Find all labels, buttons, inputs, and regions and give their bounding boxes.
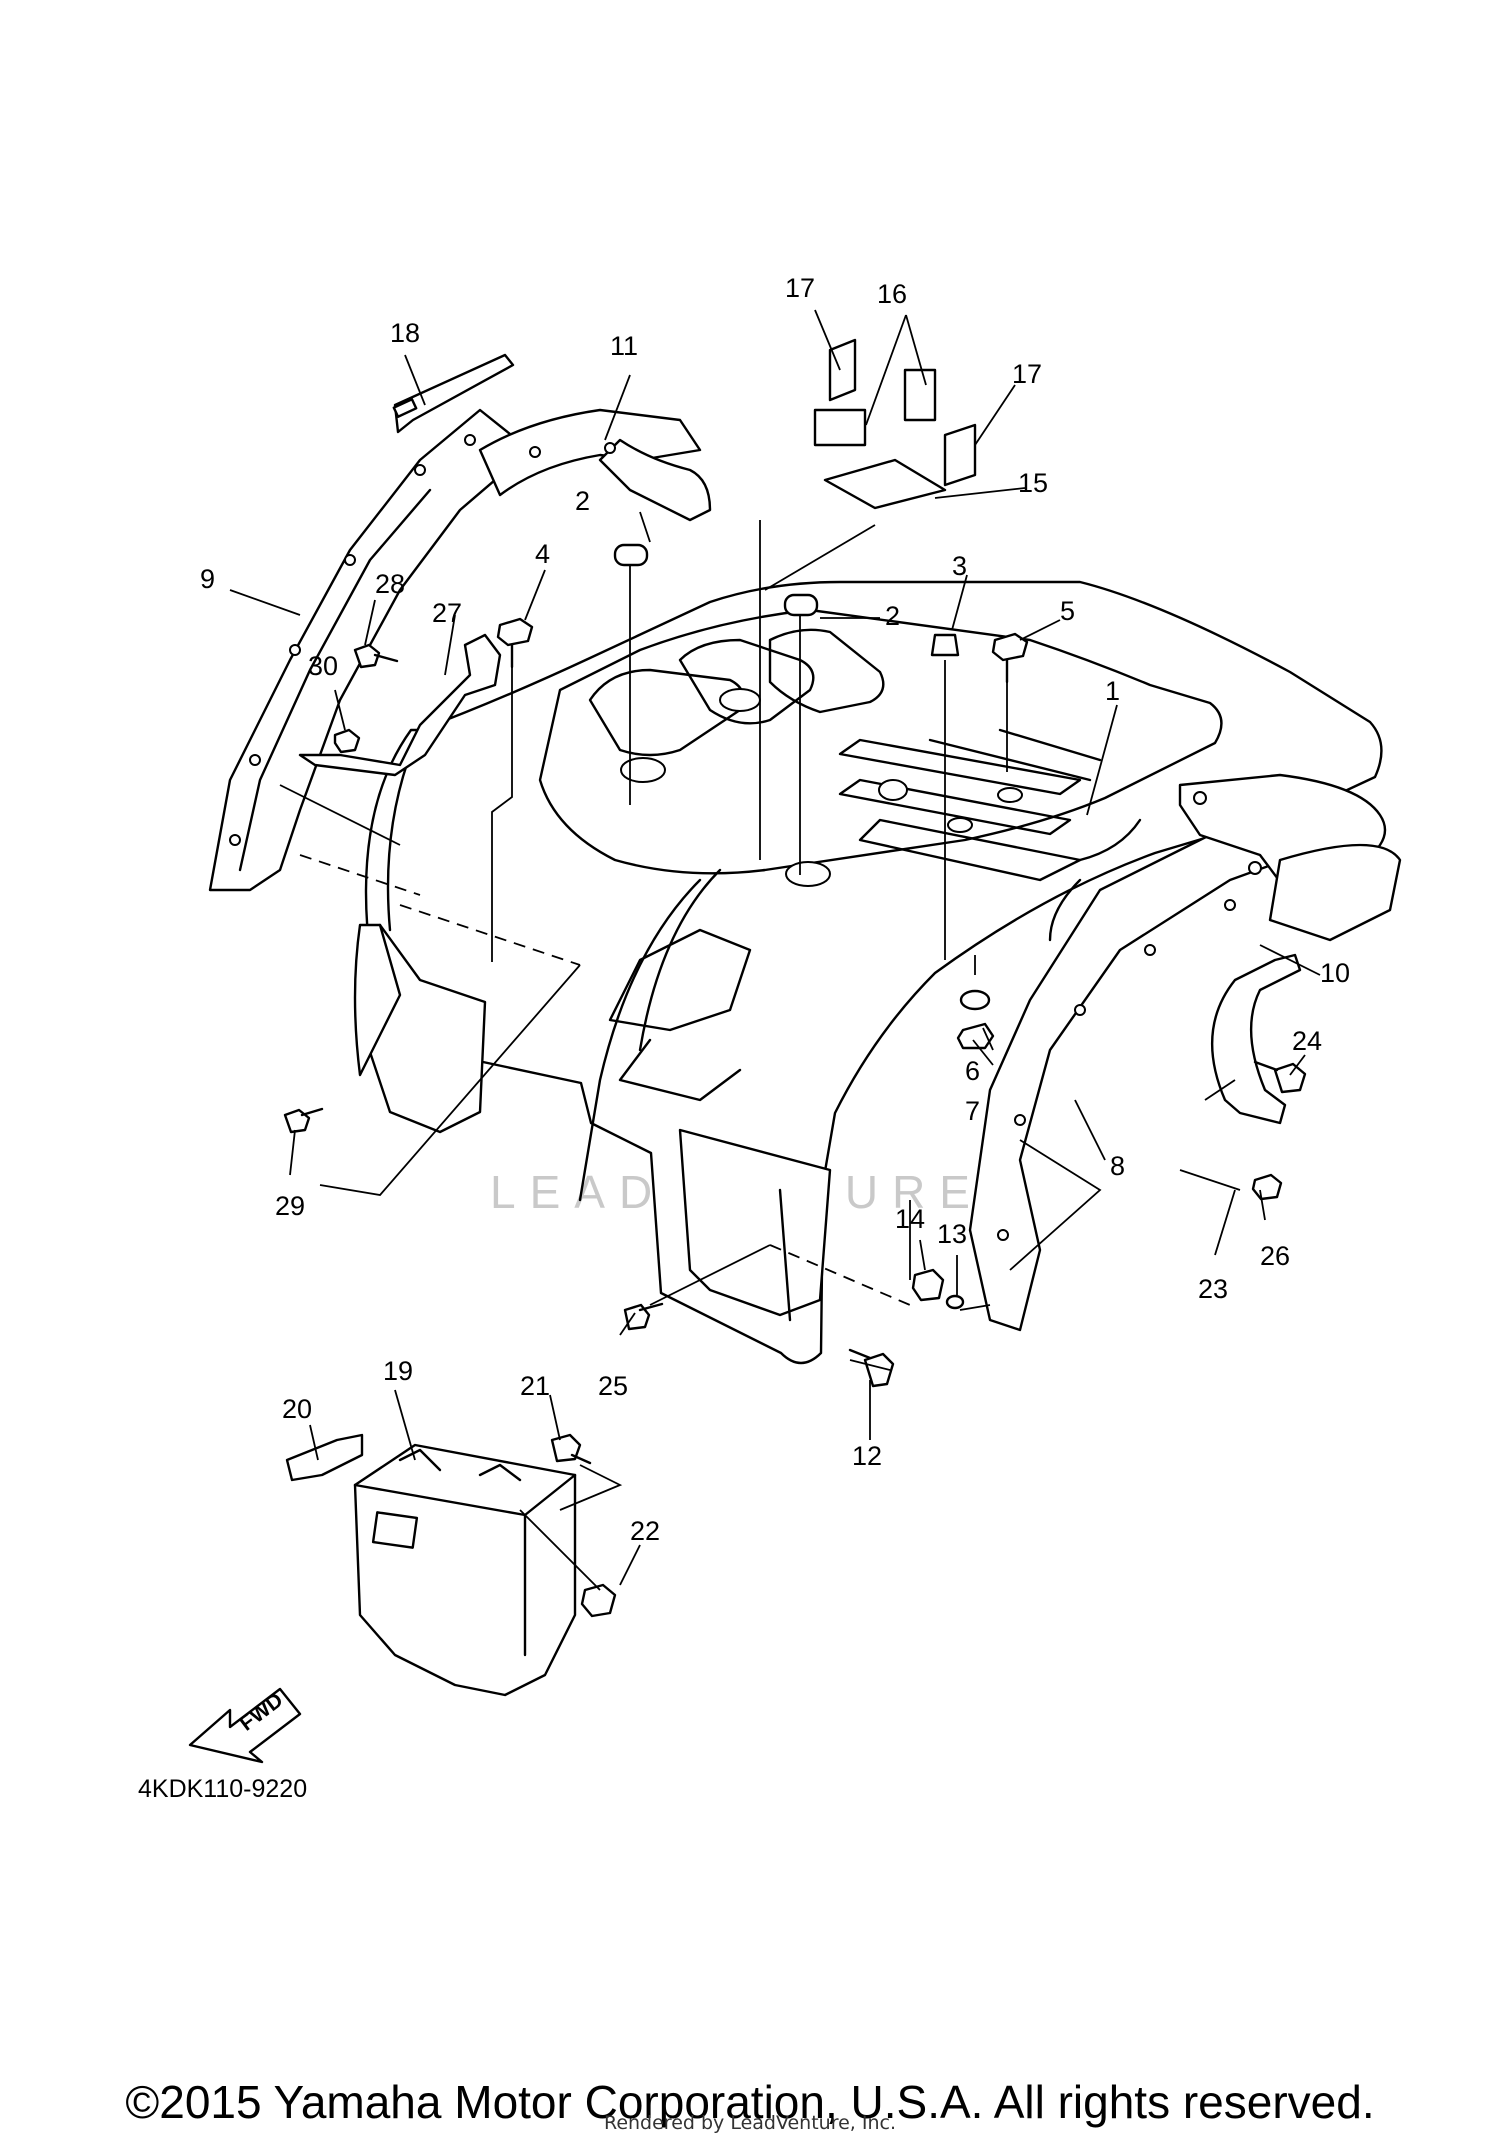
callout-26: 26 <box>1260 1241 1290 1271</box>
callout-5: 5 <box>1060 596 1075 626</box>
callout-3: 3 <box>952 551 967 581</box>
fwd-arrow-icon: FWD <box>188 1687 302 1764</box>
callout-7: 7 <box>965 1096 980 1126</box>
callout-18: 18 <box>390 318 420 348</box>
callout-27: 27 <box>432 598 462 628</box>
callout-1: 1 <box>1105 676 1120 706</box>
callout-23: 23 <box>1198 1274 1228 1304</box>
callouts: 1 2 2 3 4 5 6 7 8 9 10 11 12 13 14 15 16… <box>200 273 1350 1546</box>
callout-30: 30 <box>308 651 338 681</box>
callout-28: 28 <box>375 569 405 599</box>
callout-17b: 17 <box>1012 359 1042 389</box>
leader-lines <box>229 309 1321 1586</box>
bracket-part-27 <box>298 633 502 777</box>
callout-15: 15 <box>1018 468 1048 498</box>
rear-fender-part-1 <box>353 580 1383 1365</box>
fender-flap-part-11 <box>478 408 712 522</box>
callout-25: 25 <box>598 1371 628 1401</box>
callout-24: 24 <box>1292 1026 1322 1056</box>
callout-9: 9 <box>200 564 215 594</box>
bracket-part-23 <box>1210 953 1302 1125</box>
decal-part-17a <box>828 338 857 402</box>
callout-20: 20 <box>282 1394 312 1424</box>
diagram-code: 4KDK110-9220 <box>138 1775 307 1803</box>
storage-box-part-19 <box>353 1443 577 1697</box>
callout-13: 13 <box>937 1219 967 1249</box>
callout-2a: 2 <box>575 486 590 516</box>
copyright-text: ©2015 Yamaha Motor Corporation, U.S.A. A… <box>125 2076 1375 2128</box>
decal-part-16a <box>813 408 867 447</box>
clip-part-20 <box>285 1433 364 1482</box>
callout-14: 14 <box>895 1204 925 1234</box>
fasteners <box>283 543 1307 1618</box>
decal-part-15 <box>823 458 947 510</box>
callout-19: 19 <box>383 1356 413 1386</box>
callout-29: 29 <box>275 1191 305 1221</box>
callout-22: 22 <box>630 1516 660 1546</box>
callout-2b: 2 <box>885 601 900 631</box>
rendered-by-text: Rendered by LeadVenture, Inc. <box>603 2112 897 2134</box>
fender-flap-part-10 <box>1178 773 1402 942</box>
callout-10: 10 <box>1320 958 1350 988</box>
decal-part-16b <box>903 368 937 422</box>
decal-part-17b <box>943 423 977 487</box>
callout-16: 16 <box>877 279 907 309</box>
callout-11: 11 <box>610 331 638 361</box>
strap-part-18 <box>393 353 515 434</box>
callout-6: 6 <box>965 1056 980 1086</box>
callout-21: 21 <box>520 1371 550 1401</box>
callout-8: 8 <box>1110 1151 1125 1181</box>
callout-12: 12 <box>852 1441 882 1471</box>
strap-buckle <box>392 398 418 418</box>
callout-17a: 17 <box>785 273 815 303</box>
callout-4: 4 <box>535 539 550 569</box>
guide-lines <box>279 520 1241 1591</box>
